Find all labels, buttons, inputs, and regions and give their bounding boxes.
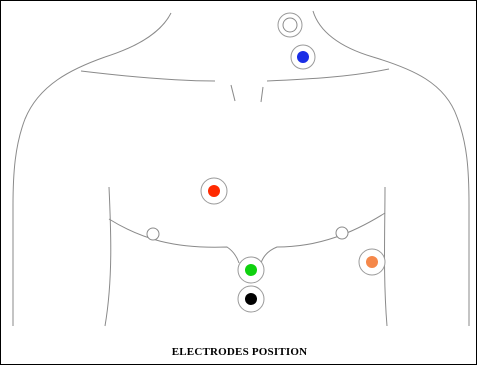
left-clavicle-line xyxy=(81,71,215,81)
electrode-neck-top xyxy=(278,13,302,37)
electrode-chest-red xyxy=(201,178,227,204)
right-shoulder-arm-line xyxy=(373,57,469,326)
sternum-right-mark xyxy=(261,87,263,102)
left-pectoral-line xyxy=(109,219,239,263)
caption-electrodes-position: ELECTRODES POSITION xyxy=(1,346,477,358)
electrode-right-small xyxy=(336,227,348,239)
electrode-orange xyxy=(359,249,385,275)
electrode-left-small xyxy=(147,228,159,240)
neck-right-line xyxy=(313,11,373,57)
electrode-black xyxy=(238,286,264,312)
neck-left-line xyxy=(105,13,171,57)
sternum-left-mark xyxy=(231,85,235,101)
electrode-neck-blue xyxy=(291,45,315,69)
right-torso-side-line xyxy=(385,187,388,326)
left-shoulder-arm-line xyxy=(13,57,105,326)
electrode-green xyxy=(238,257,264,283)
left-torso-side-line xyxy=(105,187,111,326)
right-clavicle-line xyxy=(267,69,389,81)
